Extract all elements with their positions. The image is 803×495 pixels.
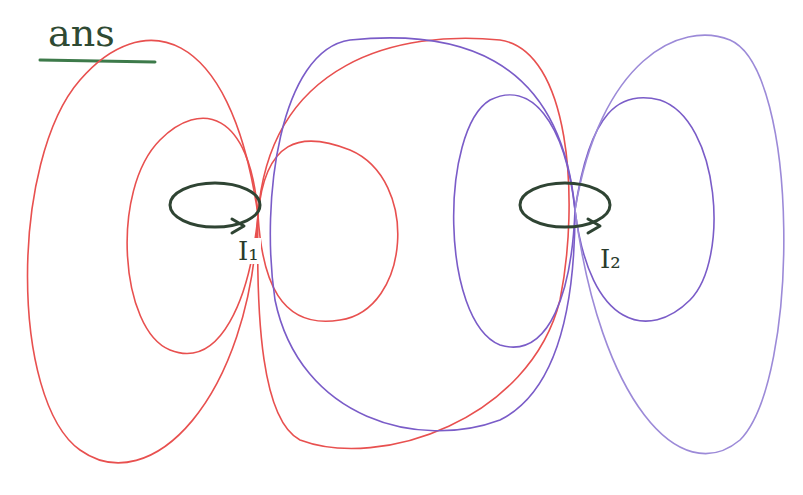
field-line [270, 38, 575, 431]
page-heading: ans [48, 14, 115, 52]
field-line [258, 141, 398, 321]
field-line [575, 35, 784, 453]
current-label: I₂ [598, 246, 623, 272]
current-arrow [588, 219, 600, 233]
field-line [28, 40, 259, 462]
field-line [127, 118, 258, 353]
current-loop [520, 183, 610, 227]
current-arrow [232, 219, 244, 233]
loop-two-field-lines [270, 35, 784, 453]
field-line [258, 38, 569, 448]
current-loop [170, 183, 260, 227]
current-loops [170, 183, 610, 233]
field-line [454, 95, 575, 347]
current-label: I₁ [236, 238, 261, 264]
